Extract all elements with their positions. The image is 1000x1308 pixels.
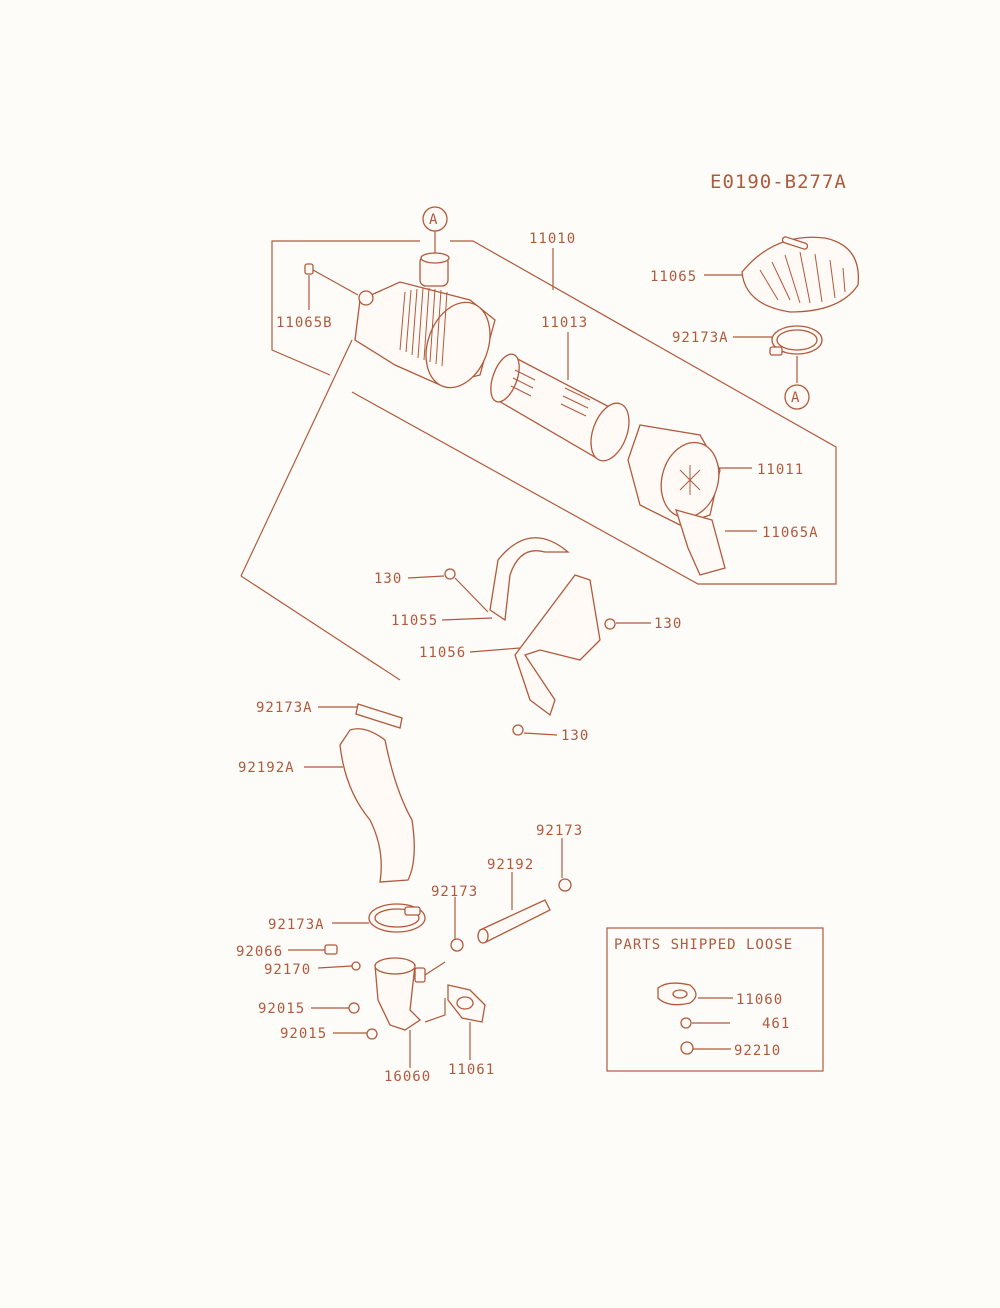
- label-92173a-top: 92173A: [672, 330, 729, 346]
- label-11061: 11061: [448, 1062, 495, 1078]
- air-cleaner-body: [240, 252, 496, 681]
- label-92015-a: 92015: [258, 1001, 305, 1017]
- hose-92192a: [304, 728, 415, 883]
- label-11065: 11065: [650, 269, 697, 285]
- ref-marker-a-bottom: A: [784, 384, 810, 410]
- parts-shipped-loose-box: PARTS SHIPPED LOOSE 11060 461 92210: [606, 927, 824, 1072]
- label-11013: 11013: [541, 315, 588, 331]
- label-92173-left: 92173: [431, 884, 478, 900]
- label-130-b: 130: [654, 616, 682, 632]
- ref-marker-label: A: [429, 212, 438, 228]
- ref-marker-a-top: A: [422, 206, 448, 254]
- parts-box-item-461: 461: [762, 1016, 790, 1032]
- label-92170: 92170: [264, 962, 311, 978]
- label-92173-right: 92173: [536, 823, 583, 839]
- valve-11065a: [675, 509, 757, 576]
- label-92066: 92066: [236, 944, 283, 960]
- cover-11011: [627, 424, 752, 526]
- clamp-92173a-low: [332, 903, 426, 933]
- clamp-92173a-top: [733, 325, 823, 383]
- diagram-code: E0190-B277A: [710, 171, 847, 193]
- parts-box-item-11060: 11060: [736, 992, 783, 1008]
- cap-11065: [704, 236, 860, 313]
- label-130-a: 130: [374, 571, 402, 587]
- part-11065b: [304, 263, 359, 310]
- label-130-c: 130: [561, 728, 589, 744]
- label-92015-b: 92015: [280, 1026, 327, 1042]
- part-labels: 11010 11065 11065B 11013 92173A 11011 11…: [236, 231, 819, 1085]
- filter-element-11013: [490, 332, 630, 462]
- label-92192: 92192: [487, 857, 534, 873]
- ref-marker-label: A: [791, 390, 800, 406]
- elbow-16060: [374, 957, 446, 1068]
- label-11011: 11011: [757, 462, 804, 478]
- gasket-11061: [447, 984, 486, 1060]
- parts-box-item-92210: 92210: [734, 1043, 781, 1059]
- small-fittings: [288, 944, 378, 1040]
- label-11065b: 11065B: [276, 315, 333, 331]
- label-16060: 16060: [384, 1069, 431, 1085]
- label-11065a: 11065A: [762, 525, 819, 541]
- bracket-assembly: [407, 537, 651, 736]
- label-92173a-mid: 92173A: [256, 700, 313, 716]
- hose-92192: [450, 838, 572, 952]
- label-11056: 11056: [419, 645, 466, 661]
- clamp-92173a-mid: [318, 703, 403, 729]
- label-11055: 11055: [391, 613, 438, 629]
- assembly-outline: [271, 240, 837, 585]
- label-92173a-low: 92173A: [268, 917, 325, 933]
- label-92192a: 92192A: [238, 760, 295, 776]
- parts-box-title: PARTS SHIPPED LOOSE: [614, 937, 793, 953]
- label-11010: 11010: [529, 231, 576, 247]
